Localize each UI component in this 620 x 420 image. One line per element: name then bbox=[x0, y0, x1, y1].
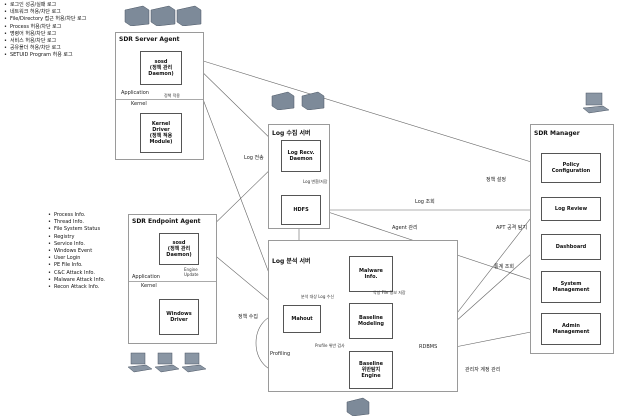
sosd-daemon-box: sosd (정책 관리 Daemon) bbox=[140, 51, 182, 85]
admin-account-label: 관리자 계정 관리 bbox=[465, 367, 501, 373]
kernel-label: Kernel bbox=[141, 283, 157, 289]
panel-title: Log 분석 서버 bbox=[272, 258, 311, 265]
list-item: Recon Attack Info. bbox=[48, 284, 105, 291]
server-rack-icon bbox=[345, 396, 371, 420]
divider bbox=[129, 281, 216, 282]
engine-update-label: Engine Update bbox=[184, 267, 199, 278]
admin-management-box: Admin Management bbox=[541, 313, 601, 345]
kernel-label: Kernel bbox=[131, 101, 147, 107]
list-item: 서비스 허용/차단 로그 bbox=[4, 38, 86, 45]
baseline-modeling-box: Baseline Modeling bbox=[349, 303, 393, 339]
server-log-list: 로그인 성공/실패 로그 네트워크 허용/차단 로그 File/Director… bbox=[4, 2, 86, 60]
log-analysis-server-panel: Log 분석 서버 Malware Info. 분석 대상 Log 수신 악성 … bbox=[268, 240, 458, 392]
application-label: Application bbox=[121, 90, 149, 96]
list-item: Process 허용/차단 로그 bbox=[4, 24, 86, 31]
log-query-label: Log 조회 bbox=[415, 199, 435, 205]
rdbms-label: RDBMS bbox=[419, 344, 438, 350]
policy-collect-label: 정책 수집 bbox=[238, 314, 258, 320]
malware-info-box: Malware Info. bbox=[349, 256, 393, 292]
list-item: 명령어 허용/차단 로그 bbox=[4, 31, 86, 38]
apt-detect-label: APT 공격 탐지 bbox=[496, 225, 528, 231]
sdr-endpoint-agent-panel: SDR Endpoint Agent sosd (정책 관리 Daemon) E… bbox=[128, 214, 217, 344]
policy-apply-label: 정책 적용 bbox=[164, 93, 180, 98]
sdr-server-agent-panel: SDR Server Agent sosd (정책 관리 Daemon) 정책 … bbox=[115, 32, 204, 160]
list-item: SETUID Program 허용 로그 bbox=[4, 52, 86, 59]
stats-query-label: 통계 조회 bbox=[494, 264, 514, 270]
log-review-box: Log Review bbox=[541, 197, 601, 221]
list-item: User Login bbox=[48, 255, 105, 262]
list-item: Process Info. bbox=[48, 212, 105, 219]
list-item: Registry bbox=[48, 234, 105, 241]
mahout-box: Mahout bbox=[283, 305, 321, 333]
policy-set-label: 정책 설정 bbox=[486, 177, 506, 183]
list-item: Service Info. bbox=[48, 241, 105, 248]
log-convert-store-label: Log 변환/저장 bbox=[303, 179, 328, 184]
endpoint-info-list: Process Info. Thread Info. File System S… bbox=[48, 212, 105, 291]
sosd-daemon-box: sosd (정책 관리 Daemon) bbox=[159, 233, 199, 265]
workstation-icon bbox=[127, 352, 208, 380]
list-item: File/Directory 접근 허용/차단 로그 bbox=[4, 16, 86, 23]
dashboard-box: Dashboard bbox=[541, 234, 601, 260]
sdr-manager-panel: SDR Manager Policy Configuration Log Rev… bbox=[530, 124, 614, 354]
profiling-label: Profiling bbox=[270, 351, 291, 357]
list-item: File System Status bbox=[48, 226, 105, 233]
list-item: 네트워크 허용/차단 로그 bbox=[4, 9, 86, 16]
list-item: PE File Info. bbox=[48, 262, 105, 269]
list-item: Thread Info. bbox=[48, 219, 105, 226]
server-rack-icon bbox=[123, 4, 203, 30]
log-recv-daemon-box: Log Recv. Daemon bbox=[281, 140, 321, 172]
list-item: 로그인 성공/실패 로그 bbox=[4, 2, 86, 9]
policy-configuration-box: Policy Configuration bbox=[541, 153, 601, 183]
log-send-label: Log 전송 bbox=[244, 155, 264, 161]
panel-title: SDR Server Agent bbox=[119, 36, 180, 43]
list-item: Windows Event bbox=[48, 248, 105, 255]
log-collection-server-panel: Log 수집 서버 Log Recv. Daemon Log 변환/저장 HDF… bbox=[268, 124, 330, 229]
system-management-box: System Management bbox=[541, 271, 601, 303]
collect-label: 분석 대상 Log 수신 bbox=[301, 294, 335, 299]
profile-check-label: Profile 위반 검사 bbox=[315, 343, 345, 348]
panel-title: Log 수집 서버 bbox=[272, 130, 311, 137]
windows-driver-box: Windows Driver bbox=[159, 299, 199, 335]
panel-title: SDR Endpoint Agent bbox=[132, 218, 201, 225]
list-item: Malware Attack Info. bbox=[48, 277, 105, 284]
malware-store-label: 악성 File 정보 저장 bbox=[373, 290, 406, 295]
server-rack-icon bbox=[270, 90, 330, 114]
panel-title: SDR Manager bbox=[534, 130, 580, 137]
application-label: Application bbox=[132, 274, 160, 280]
kernel-driver-box: Kernel Driver (정책 적용 Module) bbox=[140, 113, 182, 153]
agent-mgmt-label: Agent 관리 bbox=[392, 225, 418, 231]
list-item: 공유폴더 허용/차단 로그 bbox=[4, 45, 86, 52]
hdfs-box: HDFS bbox=[281, 195, 321, 225]
list-item: C&C Attack Info. bbox=[48, 270, 105, 277]
workstation-icon bbox=[582, 92, 610, 118]
divider bbox=[116, 99, 203, 100]
baseline-engine-box: Baseline 위반탐지 Engine bbox=[349, 351, 393, 389]
